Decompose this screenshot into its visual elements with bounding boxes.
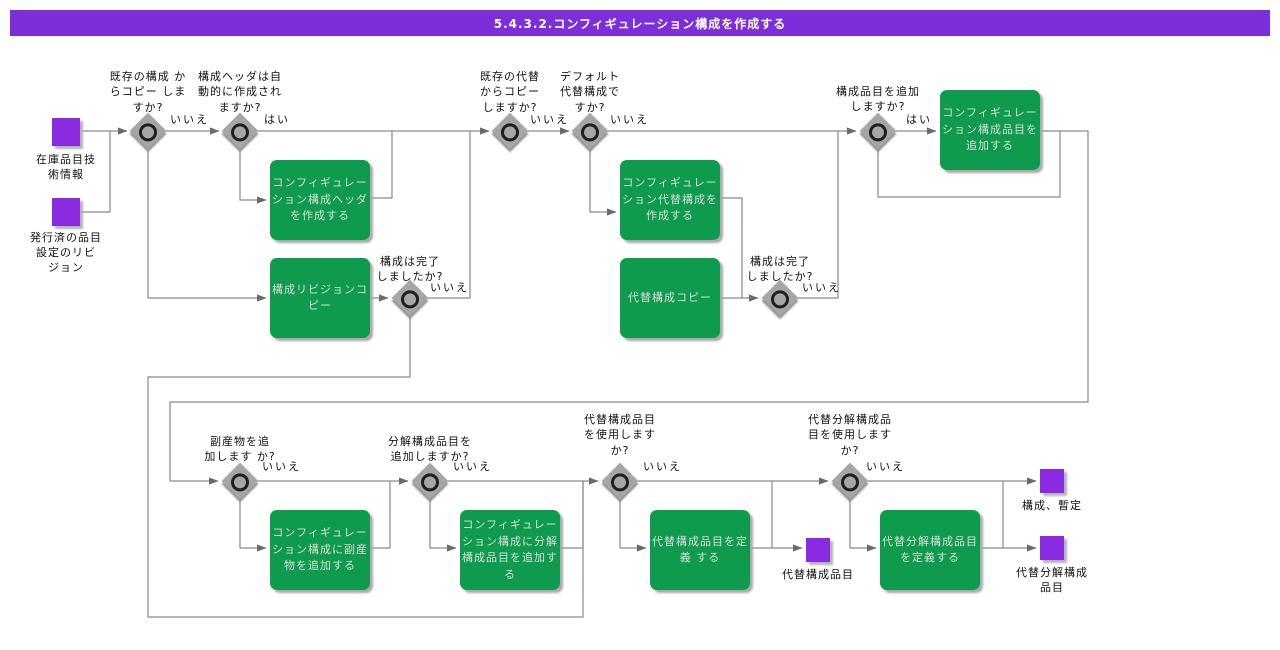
gateway-question: 代替分解構成品 目を使用します か? xyxy=(808,413,892,457)
branch-label: いいえ xyxy=(430,281,469,294)
branch-label: いいえ xyxy=(170,113,209,126)
task-add-byproduct: コンフィギュレー ション構成に副産 物を追加する xyxy=(270,510,370,590)
gateway-question: 副産物を追 加します か? xyxy=(204,435,276,464)
task-alternate-config-copy: 代替構成コピー xyxy=(620,258,720,338)
gateway-question: デフォルト 代替構成で すか? xyxy=(560,70,620,114)
task-create-config-header: コンフィギュレー ション構成ヘッダ を作成する xyxy=(270,160,370,240)
branch-label: いいえ xyxy=(610,113,649,126)
branch-label: はい xyxy=(264,113,290,126)
gateway-question: 既存の代替 からコピー しますか? xyxy=(480,70,540,114)
end-event-label: 代替分解構成 品目 xyxy=(1016,566,1088,594)
gateway-question: 構成は完了 しましたか? xyxy=(746,255,814,284)
branch-label: いいえ xyxy=(802,281,841,294)
gateway-question: 構成品目を追加 しますか? xyxy=(836,85,920,114)
gateway-question: 代替構成品目 を使用します か? xyxy=(584,413,656,457)
diagram-title-bar: 5.4.3.2.コンフィギュレーション構成を作成する xyxy=(10,10,1270,36)
branch-label: いいえ xyxy=(530,113,569,126)
gateway-question: 構成は完了 しましたか? xyxy=(376,255,444,284)
gateway-question: 構成ヘッダは自 動的に作成され ますか? xyxy=(198,70,282,114)
task-config-revision-copy: 構成リビジョンコ ピー xyxy=(270,258,370,338)
diagram-title: 5.4.3.2.コンフィギュレーション構成を作成する xyxy=(493,16,787,31)
end-event-label: 構成、暫定 xyxy=(1022,499,1082,512)
end-event-alternate-disassembly-item xyxy=(1040,536,1064,560)
gateway-question: 分解構成品目を 追加しますか? xyxy=(388,435,472,464)
start-event-released-item-revision xyxy=(52,198,80,226)
task-define-alternate-disassembly-item: 代替分解構成品目 を定義する xyxy=(880,510,980,590)
task-create-alternate-config: コンフィギュレー ション代替構成を 作成する xyxy=(620,160,720,240)
start-event-label: 発行済の品目 設定のリビ ジョン xyxy=(30,231,102,274)
end-event-alternate-config-item xyxy=(806,538,830,562)
start-event-inventory-item-tech-info xyxy=(52,118,80,146)
branch-label: はい xyxy=(906,113,932,126)
end-event-config-tentative xyxy=(1040,469,1064,493)
gateway-question: 既存の構成 か らコピー しま すか? xyxy=(109,70,187,114)
start-event-label: 在庫品目技 術情報 xyxy=(36,153,96,181)
task-define-alternate-config-item: 代替構成品目を定 義 する xyxy=(650,510,750,590)
branch-label: いいえ xyxy=(643,460,682,473)
task-add-config-item: コンフィギュレー ション構成品目を 追加する xyxy=(940,90,1040,170)
end-event-label: 代替構成品目 xyxy=(782,568,854,581)
task-add-disassembly-item: コンフィギュレー ション構成に分解 構成品目を追加す る xyxy=(460,510,560,590)
branch-label: いいえ xyxy=(866,460,905,473)
branch-label: いいえ xyxy=(262,460,301,473)
branch-label: いいえ xyxy=(453,460,492,473)
